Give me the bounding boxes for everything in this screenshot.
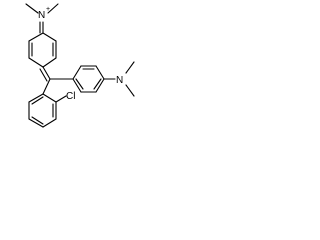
bond [95,65,105,80]
bond [25,3,39,14]
bond [31,96,44,105]
bond [125,61,135,74]
bond [47,3,59,14]
bond [42,78,51,95]
chemical-structure-diagram: N + N Cl [25,3,135,128]
bond [28,118,44,128]
bond [55,95,67,103]
chlorophenyl-ring [28,93,57,128]
bond [42,57,57,68]
atom-label-n-top: N [38,10,45,21]
charge-label-n-top: + [46,6,50,13]
bond [42,93,57,103]
bond [72,78,82,93]
bond [39,68,48,82]
bond [95,78,105,93]
quinoid-ring [28,32,57,68]
iminium-bond [39,21,44,34]
bond [72,65,82,80]
dimethylaminophenyl-ring [72,65,105,93]
bond [42,66,51,80]
bond [28,57,44,68]
right-methyls [125,61,135,97]
bond [125,84,135,97]
bond [42,118,57,128]
exocyclic-double-bond [39,66,51,82]
bond [93,78,102,90]
atom-label-n-right: N [116,75,123,86]
bond [28,32,44,42]
bond [42,32,57,42]
top-methyls [25,3,59,14]
bond [28,93,44,103]
bond [31,116,44,125]
bond [75,78,84,90]
atom-label-cl: Cl [66,91,75,102]
